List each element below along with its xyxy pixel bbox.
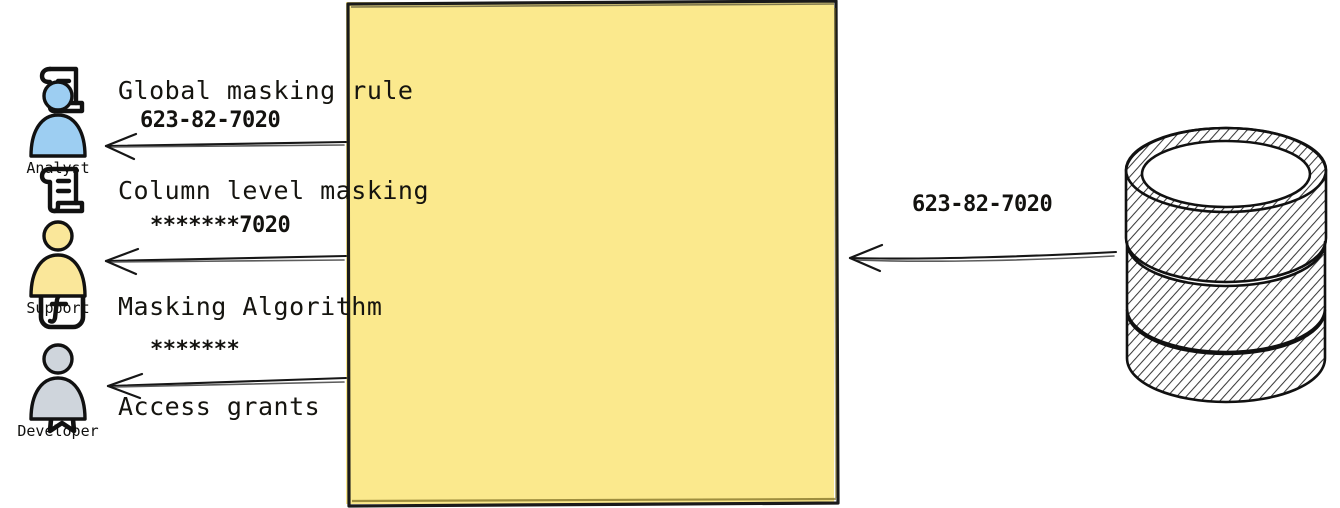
flow-label-developer: ******* [150, 337, 240, 362]
arrow-left-to-analyst [104, 132, 348, 161]
person-icon [29, 220, 87, 298]
actor-label: Analyst [26, 159, 90, 177]
actor-analyst[interactable]: Analyst [0, 78, 118, 177]
arrow-left-to-support [104, 247, 348, 276]
actor-developer[interactable]: Developer [0, 341, 118, 440]
policy-row[interactable]: Column level masking [32, 156, 429, 224]
policy-row[interactable]: Masking Algorithm [32, 272, 382, 340]
flow-label-database: 623-82-7020 [912, 192, 1053, 217]
policy-row-label: Global masking rule [118, 75, 414, 105]
database-cylinder-icon [1124, 126, 1328, 404]
flow-label-support: *******7020 [150, 213, 291, 238]
scroll-icon [32, 159, 92, 221]
person-icon [29, 343, 87, 421]
arrow-left-from-database [848, 243, 1118, 273]
actor-label: Support [26, 299, 90, 317]
policy-row-label: Masking Algorithm [118, 291, 383, 321]
masking-policy-panel [346, 2, 834, 504]
person-icon [29, 80, 87, 158]
policy-row-label: Access grants [118, 391, 321, 421]
policy-row-label: Column level masking [118, 175, 430, 205]
flow-label-analyst: 623-82-7020 [140, 108, 281, 133]
actor-label: Developer [17, 422, 99, 440]
actor-support[interactable]: Support [0, 218, 118, 317]
arrow-left-to-developer [106, 372, 348, 400]
